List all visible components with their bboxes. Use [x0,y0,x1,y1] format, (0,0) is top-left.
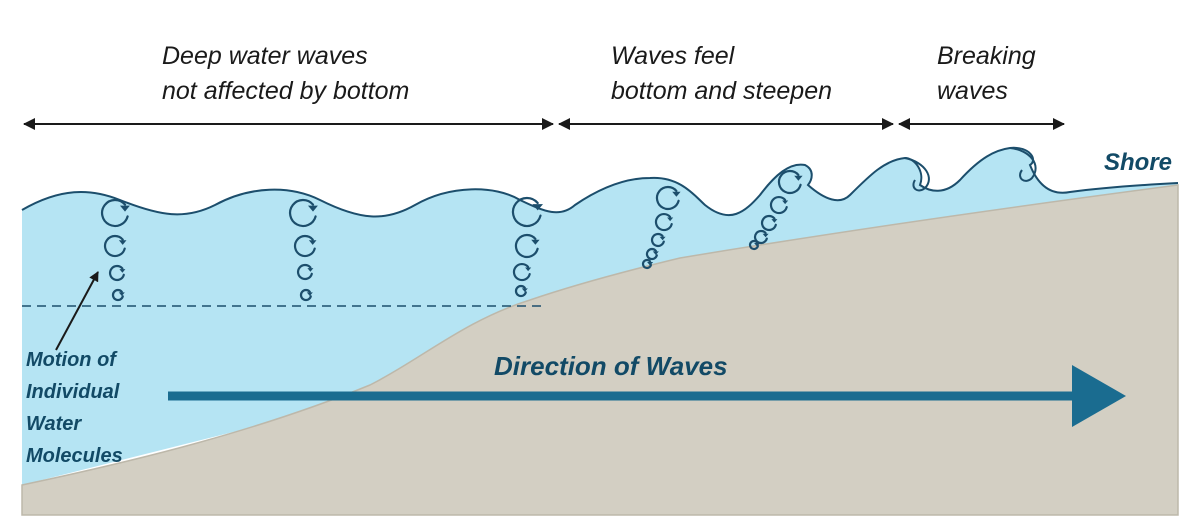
breaking-wave-curl [904,157,930,192]
orbit-circle [654,212,673,232]
orbit-circle [655,185,680,211]
orbit-circle [288,198,317,228]
steepen-label-line1: Waves feel [611,42,736,70]
molecule-pointer-arrow [55,271,99,351]
breaking-wave-curl [1009,147,1037,182]
orbit-arrowhead [307,268,314,272]
orbit-arrowhead [306,292,313,296]
orbit-circle [514,284,527,298]
orbit-circle [650,232,665,248]
orbit-arrowhead [647,262,654,266]
orbit-arrowhead [754,243,761,247]
orbit-arrowhead [782,200,789,205]
orbit-arrowhead [672,191,681,197]
orbit-arrowhead [118,240,127,245]
orbit-circle [753,229,768,245]
orbit-circle [100,198,129,228]
orbit-arrowhead [531,239,540,245]
orbit-arrowhead [794,175,803,181]
orbit-arrowhead [532,204,543,211]
motion-label-line2: Individual [26,381,120,403]
orbit-arrowhead [652,251,659,255]
orbit-arrowhead [119,269,126,273]
breaking-label-line2: waves [937,77,1008,105]
deep-water-label-line1: Deep water waves [162,42,368,70]
orbit-arrowhead [120,205,130,212]
orbit-arrowhead [118,292,125,296]
orbit-arrowhead [308,205,318,212]
orbit-circle [299,288,312,302]
steepen-label-line2: bottom and steepen [611,77,832,105]
direction-label: Direction of Waves [494,351,728,381]
orbital-motion-group [100,169,803,302]
orbit-arrowhead [525,267,532,272]
sand-bottom [21,184,1179,516]
orbit-circle [769,195,788,215]
orbit-arrowhead [762,233,769,238]
breaking-label-line1: Breaking [937,42,1036,70]
orbit-circle [760,214,777,232]
motion-label-line1: Motion of [26,349,118,371]
shore-label: Shore [1104,149,1172,176]
orbit-circle [748,239,759,251]
motion-label-line3: Water [26,413,82,435]
orbit-circle [293,234,316,258]
orbit-arrowhead [659,236,666,241]
orbit-circle [296,263,313,281]
orbit-circle [111,288,124,302]
orbit-arrowhead [308,240,317,245]
orbit-circle [103,234,126,258]
deep-water-label-line2: not affected by bottom [162,77,409,105]
wave-surface [21,146,1179,218]
motion-label-line4: Molecules [26,445,123,467]
orbit-circle [641,258,652,270]
orbit-circle [645,247,658,261]
orbit-circle [777,169,802,195]
orbit-circle [514,233,539,259]
orbit-arrowhead [521,288,528,292]
orbit-arrowhead [771,219,778,223]
orbit-circle [108,264,125,282]
orbit-arrowhead [667,217,674,222]
orbit-circle [512,262,531,282]
direction-arrow-head [1072,365,1126,427]
orbit-circle [511,196,542,228]
